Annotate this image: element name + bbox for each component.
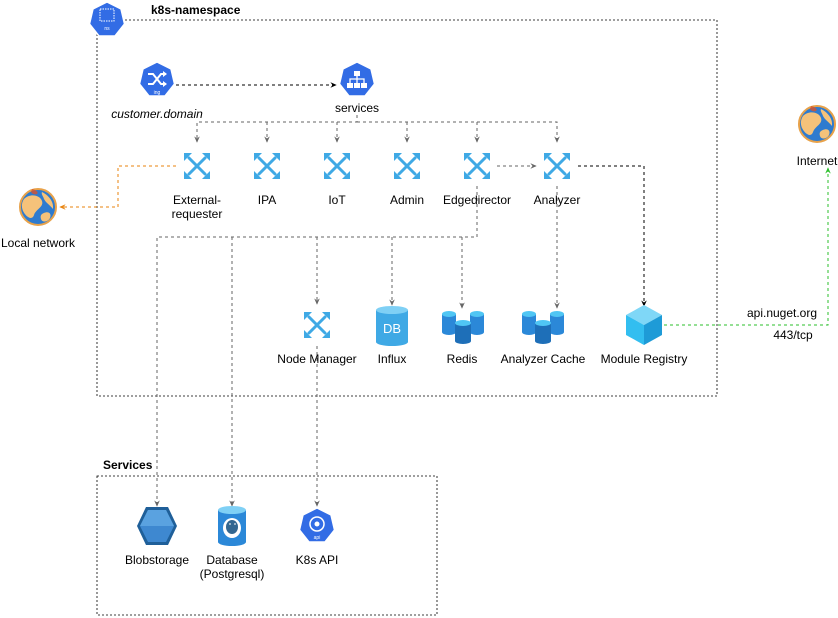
cache-icon	[522, 311, 564, 344]
node-analyzer-cache[interactable]: Analyzer Cache	[501, 311, 586, 366]
node-internet[interactable]: Internet	[797, 105, 838, 168]
edge-analyzer-registry	[578, 165, 647, 307]
influx-label: Influx	[378, 352, 407, 366]
services-group-title: Services	[103, 458, 153, 472]
redis-label: Redis	[447, 352, 478, 366]
ingress-badge-text: ing	[154, 90, 161, 96]
node-edgedirector[interactable]: Edgedirector	[443, 151, 511, 207]
node-influx[interactable]: DB Influx	[376, 306, 408, 366]
node-admin[interactable]: Admin	[390, 151, 424, 207]
blob-storage-icon	[137, 507, 177, 545]
ingress-label: customer.domain	[111, 107, 203, 121]
node-ingress[interactable]: ing customer.domain	[111, 61, 203, 121]
edge-registry-internet	[664, 167, 831, 326]
internet-label: Internet	[797, 154, 838, 168]
services-container	[96, 475, 438, 616]
module-registry-label: Module Registry	[601, 352, 688, 366]
services-label: services	[335, 101, 379, 115]
load-balancer-icon	[542, 151, 572, 181]
node-blobstorage[interactable]: Blobstorage	[125, 507, 189, 567]
globe-icon	[798, 105, 836, 143]
k8s-api-icon: api	[298, 507, 336, 543]
load-balancer-icon	[182, 151, 212, 181]
load-balancer-icon	[252, 151, 282, 181]
iot-label: IoT	[328, 193, 346, 207]
edge-services-external	[194, 115, 358, 143]
namespace-badge-text: ns	[104, 26, 110, 32]
node-analyzer[interactable]: Analyzer	[534, 151, 581, 207]
k8s-service-icon	[338, 61, 376, 97]
k8s-api-badge-text: api	[314, 535, 321, 541]
local-network-label: Local network	[1, 236, 76, 250]
load-balancer-icon	[322, 151, 352, 181]
influx-badge-text: DB	[383, 321, 401, 336]
external-requester-label-line1: External-	[173, 193, 221, 207]
node-k8s-api[interactable]: api K8s API	[296, 507, 339, 567]
k8s-api-label: K8s API	[296, 553, 339, 567]
node-manager-label: Node Manager	[277, 352, 356, 366]
blobstorage-label: Blobstorage	[125, 553, 189, 567]
node-external-requester[interactable]: External- requester	[172, 151, 223, 221]
cube-icon	[626, 305, 662, 345]
node-database[interactable]: Database (Postgresql)	[200, 506, 265, 581]
postgres-icon	[218, 506, 246, 546]
globe-icon	[19, 188, 57, 226]
node-local-network[interactable]: Local network	[1, 188, 76, 250]
database-icon: DB	[376, 306, 408, 346]
edge-external-localnet	[59, 165, 176, 210]
namespace-container	[96, 19, 718, 397]
external-requester-label-line2: requester	[172, 207, 223, 221]
load-balancer-icon	[302, 310, 332, 340]
edge-services-analyzer	[357, 121, 560, 143]
database-label-line2: (Postgresql)	[200, 567, 265, 581]
analyzer-label: Analyzer	[534, 193, 581, 207]
k8s-ingress-icon: ing	[138, 61, 176, 97]
edge-label-nuget-port: 443/tcp	[773, 328, 813, 342]
database-label-line1: Database	[206, 553, 258, 567]
node-node-manager[interactable]: Node Manager	[277, 310, 357, 366]
ipa-label: IPA	[258, 193, 276, 207]
admin-label: Admin	[390, 193, 424, 207]
edge-label-nuget-host: api.nuget.org	[747, 306, 817, 320]
node-services[interactable]: services	[335, 61, 379, 115]
node-module-registry[interactable]: Module Registry	[601, 305, 688, 366]
node-ipa[interactable]: IPA	[252, 151, 282, 207]
namespace-badge-icon: ns	[88, 1, 126, 37]
load-balancer-icon	[462, 151, 492, 181]
node-redis[interactable]: Redis	[442, 311, 484, 366]
namespace-title: k8s-namespace	[151, 3, 241, 17]
node-iot[interactable]: IoT	[322, 151, 352, 207]
load-balancer-icon	[392, 151, 422, 181]
analyzer-cache-label: Analyzer Cache	[501, 352, 586, 366]
edgedirector-label: Edgedirector	[443, 193, 511, 207]
cache-icon	[442, 311, 484, 344]
